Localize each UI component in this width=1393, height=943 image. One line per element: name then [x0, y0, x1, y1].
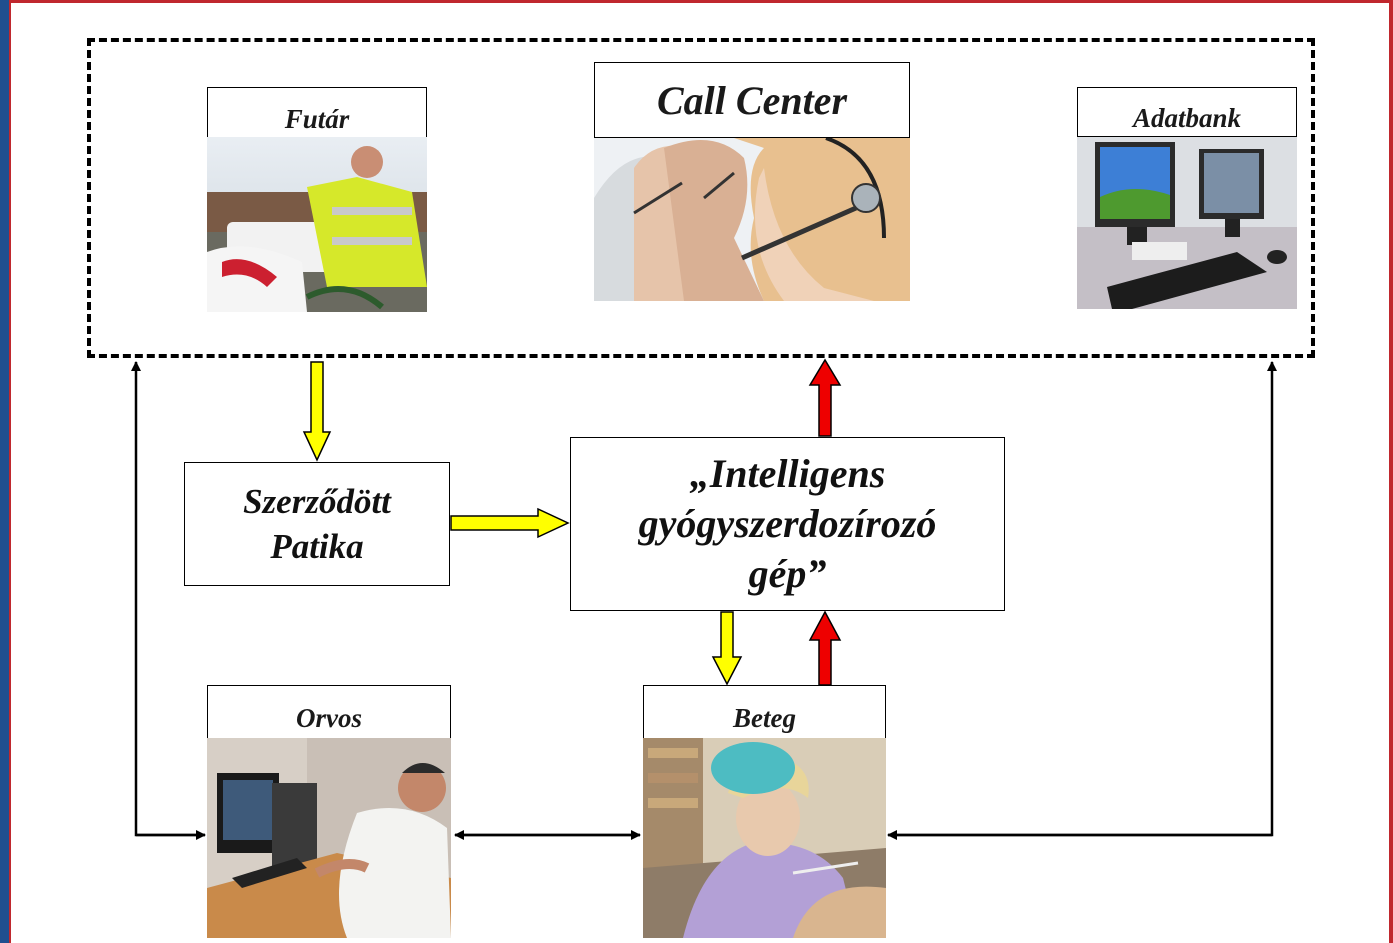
pharmacy-line-1: Szerződött — [243, 482, 391, 521]
pharmacy-line-2: Patika — [270, 527, 364, 566]
contracted-pharmacy-box: Szerződött Patika — [184, 462, 450, 586]
orvos-label: Orvos — [296, 703, 362, 733]
intelligent-dispenser-box: „Intelligens gyógyszerdozírozó gép” — [570, 437, 1005, 611]
call-center-label: Call Center — [656, 77, 848, 123]
computers-photo-icon — [1077, 137, 1297, 309]
arrow-pharmacy-to-machine — [450, 507, 570, 539]
futar-label-box: Futár — [207, 87, 427, 137]
slide-frame-right — [1389, 0, 1393, 943]
slide-frame-top — [11, 0, 1393, 3]
call-center-label-box: Call Center — [594, 62, 910, 138]
arrow-group-to-pharmacy — [302, 361, 332, 462]
adatbank-label: Adatbank — [1132, 102, 1242, 133]
beteg-label: Beteg — [733, 703, 796, 733]
beteg-label-box: Beteg — [643, 685, 886, 738]
line-patient-to-group — [888, 361, 1277, 837]
futar-label: Futár — [284, 104, 350, 134]
slide-frame-left — [0, 0, 11, 943]
service-group-dashed-box — [87, 38, 1315, 358]
call-center-photo-icon — [594, 138, 910, 301]
dispenser-line-2: gyógyszerdozírozó — [638, 501, 937, 546]
dispenser-line-1: „Intelligens — [689, 451, 886, 496]
arrow-machine-to-call-center — [808, 358, 842, 437]
doctor-photo-icon — [207, 738, 451, 938]
arrow-patient-to-machine — [808, 610, 842, 686]
arrow-machine-to-patient — [711, 611, 743, 686]
line-doctor-to-group — [131, 361, 205, 837]
patient-photo-icon — [643, 738, 886, 938]
adatbank-label-box: Adatbank — [1077, 87, 1297, 137]
orvos-label-box: Orvos — [207, 685, 451, 738]
dispenser-line-3: gép” — [748, 551, 827, 596]
courier-photo-icon — [207, 137, 427, 312]
